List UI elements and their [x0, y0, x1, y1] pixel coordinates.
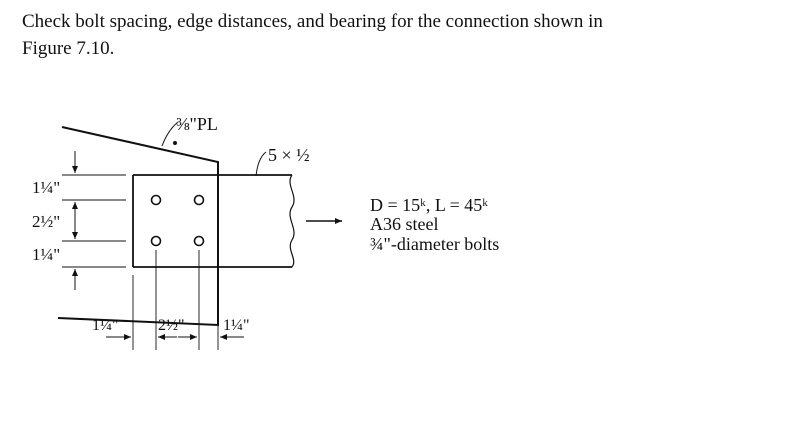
horizontal-dim-1: 1¼"	[92, 317, 119, 334]
vertical-extension-lines	[62, 174, 126, 268]
problem-line-1: Check bolt spacing, edge distances, and …	[22, 11, 603, 32]
bolt-holes	[150, 194, 205, 247]
plate-label: ⅜"PL	[176, 114, 218, 134]
plate-label-leader	[161, 121, 179, 147]
member-label-leader	[255, 151, 267, 177]
problem-statement: Check bolt spacing, edge distances, and …	[22, 8, 792, 62]
bolt-hole	[193, 194, 205, 206]
bolt-hole	[193, 235, 205, 247]
steel-text: A36 steel	[370, 214, 438, 234]
member-break-line	[289, 174, 295, 268]
bolts-text: ¾"-diameter bolts	[370, 234, 499, 254]
horizontal-dim-3: 1¼"	[223, 317, 250, 334]
vertical-dim-1: 1¼"	[32, 178, 60, 197]
bolt-hole	[150, 235, 162, 247]
plate-label-dot	[173, 141, 177, 145]
loads-text: D = 15ᵏ, L = 45ᵏ	[370, 195, 488, 215]
horizontal-extension-lines	[132, 250, 219, 350]
vertical-dim-3: 1¼"	[32, 245, 60, 264]
vertical-dim-2: 2½"	[32, 212, 60, 231]
bolt-hole	[150, 194, 162, 206]
gusset-plate	[57, 126, 219, 327]
problem-line-2: Figure 7.10.	[22, 38, 115, 59]
member-bar	[132, 174, 292, 268]
horizontal-dim-2: 2½"	[158, 317, 185, 334]
member-label: 5 × ½	[268, 145, 310, 165]
